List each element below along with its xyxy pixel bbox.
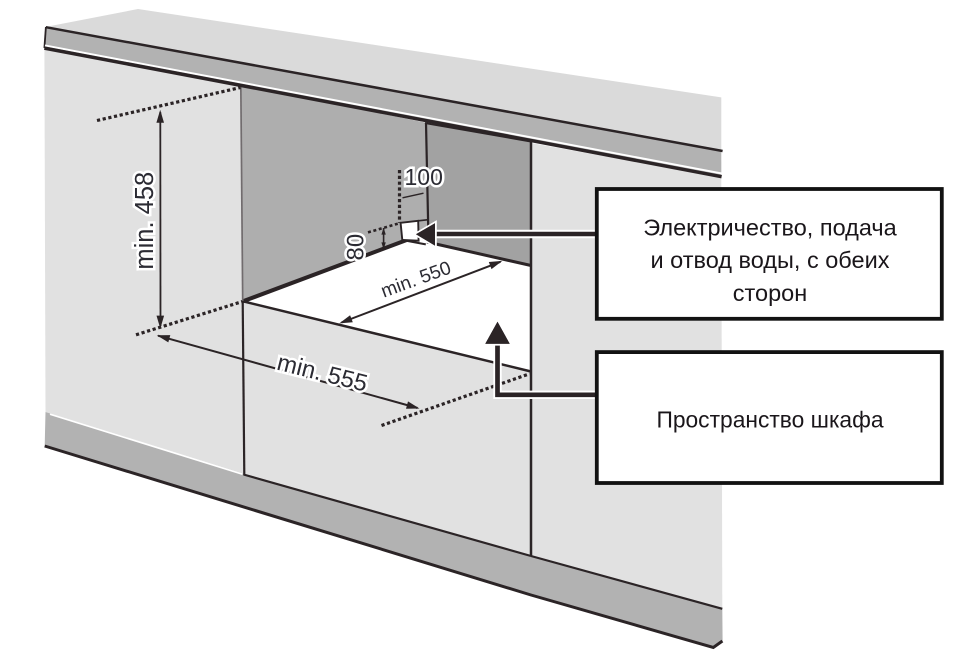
svg-text:80: 80	[343, 234, 370, 261]
svg-text:сторон: сторон	[733, 280, 807, 306]
svg-text:и отвод воды, с обеих: и отвод воды, с обеих	[651, 247, 890, 273]
svg-text:min. 458: min. 458	[131, 172, 159, 270]
svg-text:Пространство шкафа: Пространство шкафа	[656, 407, 883, 433]
svg-text:Электричество, подача: Электричество, подача	[643, 215, 897, 241]
svg-text:100: 100	[405, 164, 443, 190]
